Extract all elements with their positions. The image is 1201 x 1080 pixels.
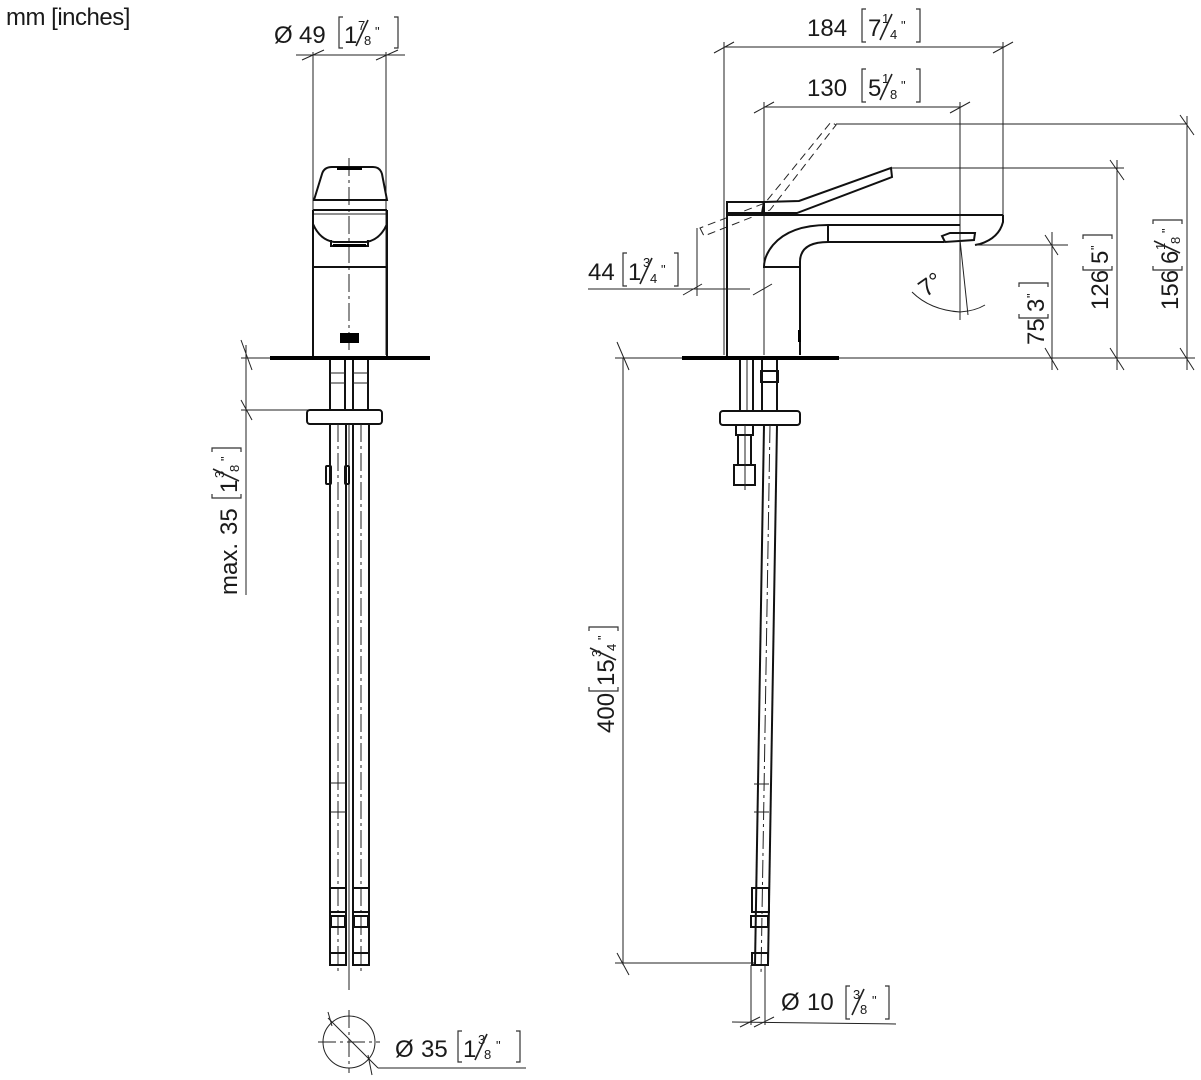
svg-text:3: 3	[478, 1032, 485, 1047]
svg-text:44: 44	[588, 259, 615, 286]
units-label: mm [inches]	[6, 4, 130, 31]
svg-text:8: 8	[484, 1047, 491, 1062]
svg-text:1: 1	[628, 259, 641, 286]
svg-text:8: 8	[1168, 237, 1183, 244]
svg-text:": "	[218, 456, 233, 461]
svg-text:75: 75	[1023, 318, 1050, 345]
svg-text:1: 1	[344, 22, 357, 49]
dim-overall-length: 184 7 1 4 "	[713, 8, 1014, 355]
svg-text:": "	[901, 18, 906, 33]
dim-outlet-height: 75 3 "	[975, 232, 1068, 371]
svg-text:4: 4	[604, 644, 619, 651]
svg-text:8: 8	[890, 87, 897, 102]
dim-deck-thickness: max. 35 1 3 8 "	[211, 339, 310, 595]
svg-text:1: 1	[882, 11, 889, 26]
svg-text:": "	[661, 262, 666, 277]
svg-text:184: 184	[807, 15, 847, 42]
dim-hole-diameter: Ø 35 1 3 8 "	[318, 1010, 526, 1076]
svg-text:1: 1	[216, 480, 243, 493]
svg-text:6: 6	[1157, 251, 1184, 264]
svg-text:126: 126	[1087, 270, 1114, 310]
faucet-front-body	[312, 158, 389, 357]
dim-hose-diameter: Ø 10 3 8 "	[731, 965, 897, 1028]
svg-text:": "	[375, 24, 380, 39]
side-hoses	[719, 360, 801, 976]
svg-text:15: 15	[593, 659, 620, 686]
svg-text:8: 8	[227, 465, 242, 472]
svg-text:3: 3	[643, 255, 650, 270]
svg-text:8: 8	[364, 33, 371, 48]
side-view: 184 7 1 4 " 130 5 1 8 "	[588, 8, 1195, 1028]
svg-text:": "	[1159, 228, 1174, 233]
front-deck-plate	[270, 356, 430, 360]
faucet-side-body	[699, 121, 1187, 357]
front-fixing-washer	[306, 409, 383, 425]
svg-text:1: 1	[463, 1036, 476, 1063]
svg-text:": "	[1024, 293, 1039, 298]
sensor-window	[340, 333, 359, 343]
front-hoses	[325, 360, 370, 990]
svg-text:5: 5	[868, 75, 881, 102]
svg-text:49: 49	[299, 22, 326, 49]
svg-text:1: 1	[1153, 243, 1168, 250]
svg-text:4: 4	[890, 27, 897, 42]
svg-text:130: 130	[807, 75, 847, 102]
svg-text:": "	[901, 78, 906, 93]
dim-lever-clearance: 44 1 3 4 "	[588, 228, 773, 296]
svg-text:max.: max.	[216, 543, 243, 595]
svg-text:5: 5	[1087, 251, 1114, 264]
svg-text:156: 156	[1157, 270, 1184, 310]
svg-text:3: 3	[589, 650, 604, 657]
svg-text:3: 3	[853, 987, 860, 1002]
dim-hose-length: 400 15 3 4 "	[588, 341, 755, 976]
svg-text:": "	[496, 1038, 501, 1053]
svg-text:Ø: Ø	[395, 1036, 414, 1063]
svg-text:3: 3	[212, 471, 227, 478]
svg-text:400: 400	[593, 693, 620, 733]
front-view: Ø 49 1 7 8 "	[211, 16, 526, 1076]
dim-lever-height: 126 5 "	[1082, 159, 1125, 371]
dim-max-height: 156 6 1 8 "	[1152, 114, 1195, 371]
svg-text:4: 4	[650, 271, 657, 286]
dim-spout-reach: 130 5 1 8 "	[753, 68, 971, 355]
svg-text:7: 7	[868, 15, 881, 42]
diameter-symbol: Ø	[274, 22, 293, 49]
svg-text:3: 3	[1023, 299, 1050, 312]
svg-text:": "	[595, 635, 610, 640]
svg-text:": "	[872, 993, 877, 1008]
svg-text:1: 1	[882, 71, 889, 86]
svg-text:7: 7	[358, 18, 365, 33]
svg-text:Ø: Ø	[781, 989, 800, 1016]
dim-body-diameter: Ø 49 1 7 8 "	[274, 16, 405, 355]
svg-text:35: 35	[216, 508, 243, 535]
svg-text:8: 8	[860, 1002, 867, 1017]
svg-text:10: 10	[807, 989, 834, 1016]
side-deck-plate	[682, 356, 839, 360]
dim-spray-angle: 7°	[911, 239, 986, 316]
svg-text:": "	[1088, 245, 1103, 250]
svg-text:35: 35	[421, 1036, 448, 1063]
